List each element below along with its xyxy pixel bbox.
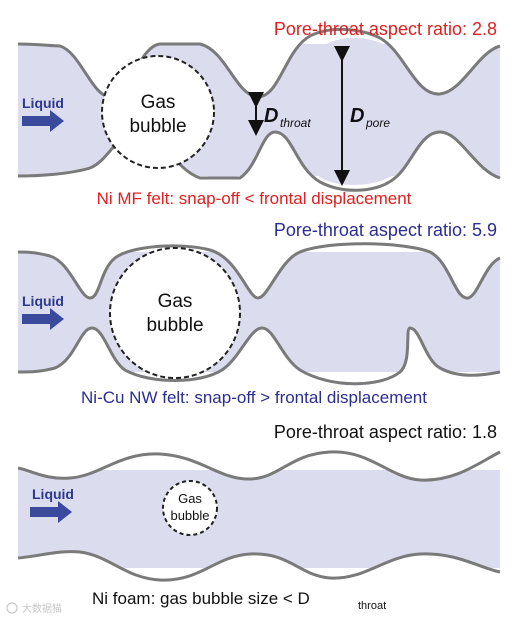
- watermark-text: 大数据猫: [22, 602, 62, 615]
- caption-3: Ni foam: gas bubble size < D: [92, 589, 310, 608]
- top-wall-line-2: [17, 242, 501, 300]
- gas-bubble-2: [109, 247, 241, 379]
- liquid-label-1: Liquid: [22, 95, 64, 111]
- caption-1: Ni MF felt: snap-off < frontal displacem…: [97, 189, 412, 208]
- liquid-label-2: Liquid: [22, 293, 64, 309]
- liquid-arrow-2: [22, 308, 64, 330]
- liquid-arrow-1: [22, 110, 64, 132]
- watermark: 大数据猫: [6, 602, 62, 615]
- pore-label-sub: pore: [365, 116, 390, 130]
- ratio-title-2: Pore-throat aspect ratio: 5.9: [274, 220, 497, 240]
- channel-band-3: [18, 470, 500, 568]
- bottom-wall-line-3: [17, 550, 501, 582]
- panel-2: Gas bubble Liquid Pore-throat aspect rat…: [17, 214, 501, 420]
- top-wall-2: [18, 214, 500, 299]
- throat-label: D: [264, 105, 278, 127]
- bubble-label-1a: Gas: [141, 92, 176, 113]
- ratio-title-3: Pore-throat aspect ratio: 1.8: [274, 422, 497, 442]
- bottom-wall-line-1: [17, 128, 501, 192]
- bubble-label-2b: bubble: [146, 315, 203, 336]
- top-wall-line-3: [17, 450, 501, 482]
- top-wall-3: [18, 440, 500, 481]
- ratio-title-1: Pore-throat aspect ratio: 2.8: [274, 19, 497, 39]
- liquid-label-3: Liquid: [32, 486, 74, 502]
- bottom-wall-2: [18, 328, 500, 420]
- caption-2: Ni-Cu NW felt: snap-off > frontal displa…: [81, 388, 427, 407]
- panel-3: Gas bubble Liquid Pore-throat aspect rat…: [17, 422, 501, 612]
- throat-label-sub: throat: [280, 116, 311, 130]
- bubble-label-1b: bubble: [129, 116, 186, 137]
- bottom-wall-3: [18, 551, 500, 585]
- bottom-wall-line-2: [17, 326, 501, 386]
- pore-label: D: [350, 105, 364, 127]
- gas-bubble-3: [162, 480, 218, 536]
- top-wall-1: [18, 0, 500, 97]
- watermark-icon: [6, 602, 18, 614]
- liquid-arrow-3: [30, 501, 72, 523]
- bubble-label-2a: Gas: [158, 291, 193, 312]
- bubble-label-3b: bubble: [170, 508, 209, 523]
- gas-bubble-1: [101, 55, 215, 169]
- bubble-label-3a: Gas: [178, 491, 202, 506]
- caption-3-sub: throat: [358, 600, 386, 612]
